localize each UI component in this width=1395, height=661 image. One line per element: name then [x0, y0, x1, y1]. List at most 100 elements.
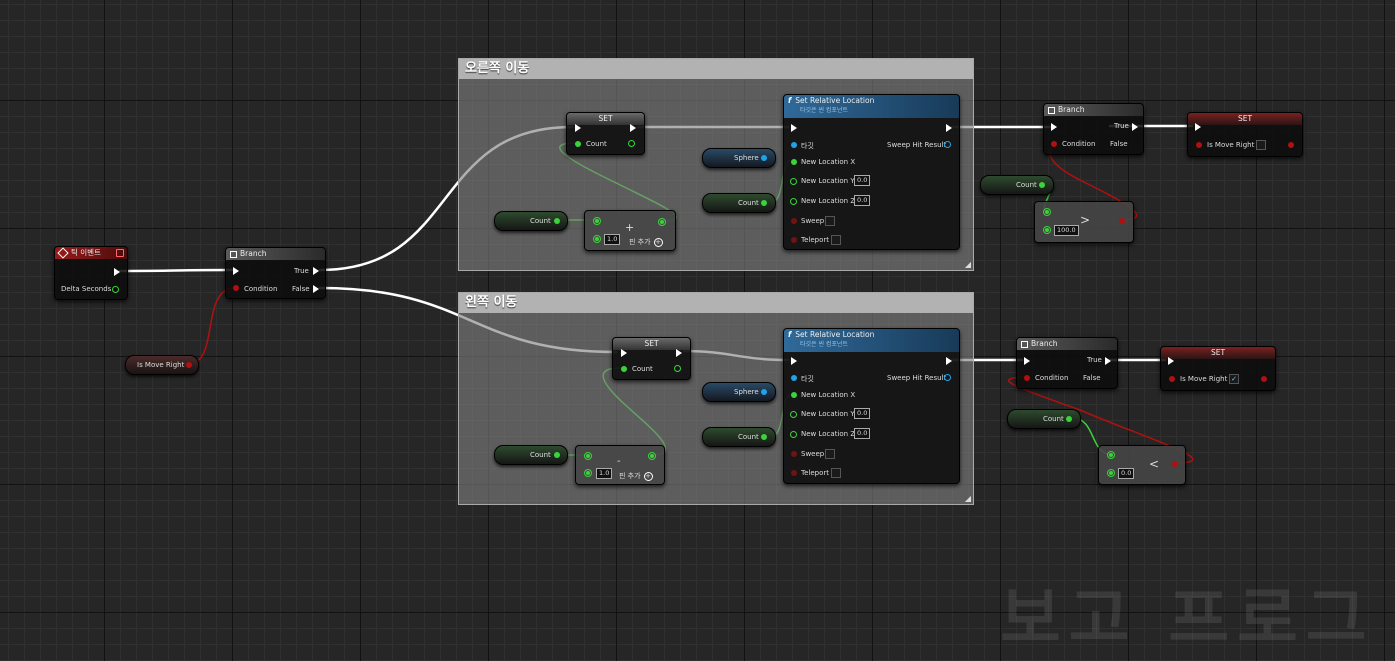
count-getter-right-top[interactable]: Count: [980, 175, 1054, 195]
sweep-checkbox[interactable]: [825, 449, 835, 459]
exec-in-pin[interactable]: [1168, 357, 1174, 365]
sphere-getter-bottom[interactable]: Sphere: [702, 382, 776, 402]
count-out-pin[interactable]: [628, 140, 635, 147]
sweep-pin[interactable]: [791, 218, 797, 224]
new-location-z-field[interactable]: 0.0: [854, 195, 871, 206]
add-in-pin-a[interactable]: [593, 217, 601, 225]
compare-in-pin-a[interactable]: [1043, 208, 1051, 216]
count-in-pin[interactable]: [621, 366, 627, 372]
float-out-pin[interactable]: [554, 218, 560, 224]
count-getter-bottom-2[interactable]: Count: [702, 427, 776, 447]
sweep-pin[interactable]: [791, 451, 797, 457]
compare-in-pin-b[interactable]: [1107, 469, 1115, 477]
add-node-top[interactable]: 1.0 + 핀 추가+: [584, 210, 676, 251]
resize-handle-icon[interactable]: ◢: [964, 494, 971, 503]
branch-node-bottom[interactable]: Branch True Condition False: [1016, 337, 1118, 389]
exec-out-pin[interactable]: [1261, 357, 1267, 365]
is-move-right-checkbox[interactable]: ✓: [1229, 374, 1239, 384]
float-out-pin[interactable]: [554, 452, 560, 458]
subtract-node-bottom[interactable]: 1.0 - 핀 추가+: [575, 445, 665, 485]
comment-title-right-move[interactable]: 오른쪽 이동: [459, 59, 973, 79]
new-location-z-pin[interactable]: [790, 198, 797, 205]
add-pin-icon[interactable]: +: [653, 237, 663, 247]
float-out-pin[interactable]: [1039, 182, 1045, 188]
object-out-pin[interactable]: [761, 155, 767, 161]
new-location-y-pin[interactable]: [790, 411, 797, 418]
subtract-out-pin[interactable]: [648, 452, 656, 460]
exec-out-pin[interactable]: [946, 124, 952, 132]
exec-out-pin[interactable]: [1288, 123, 1294, 131]
subtract-in-pin-b[interactable]: [584, 469, 592, 477]
count-in-pin[interactable]: [575, 141, 581, 147]
exec-out-pin[interactable]: [676, 349, 682, 357]
compare-value-field[interactable]: 100.0: [1054, 225, 1079, 236]
is-move-right-out-pin[interactable]: [1288, 142, 1294, 148]
bool-out-pin[interactable]: [1172, 461, 1178, 467]
add-out-pin[interactable]: [658, 218, 666, 226]
count-getter-right-bottom[interactable]: Count: [1007, 409, 1081, 429]
float-out-pin[interactable]: [761, 434, 767, 440]
bool-out-pin[interactable]: [1119, 218, 1125, 224]
teleport-checkbox[interactable]: [831, 235, 841, 245]
branch-node-main[interactable]: Branch True Condition False: [225, 247, 326, 299]
condition-pin[interactable]: [1024, 375, 1030, 381]
compare-in-pin-a[interactable]: [1107, 451, 1115, 459]
exec-out-pin[interactable]: [630, 124, 636, 132]
is-move-right-out-pin[interactable]: [1261, 376, 1267, 382]
new-location-x-pin[interactable]: [791, 392, 797, 398]
exec-in-pin[interactable]: [621, 349, 627, 357]
teleport-checkbox[interactable]: [831, 468, 841, 478]
comment-title-left-move[interactable]: 왼쪽 이동: [459, 293, 973, 313]
compare-value-field[interactable]: 0.0: [1118, 468, 1135, 479]
exec-in-pin[interactable]: [1024, 357, 1030, 365]
new-location-z-pin[interactable]: [790, 431, 797, 438]
sphere-getter-top[interactable]: Sphere: [702, 148, 776, 168]
count-out-pin[interactable]: [674, 365, 681, 372]
exec-in-pin[interactable]: [575, 124, 581, 132]
add-in-pin-b[interactable]: [593, 235, 601, 243]
resize-handle-icon[interactable]: ◢: [964, 260, 971, 269]
delta-seconds-pin[interactable]: [112, 286, 119, 293]
exec-false-pin[interactable]: [1132, 140, 1138, 148]
count-getter-top[interactable]: Count: [494, 211, 568, 231]
is-move-right-in-pin[interactable]: [1169, 376, 1175, 382]
count-getter-top-2[interactable]: Count: [702, 193, 776, 213]
sweep-hit-result-pin[interactable]: [944, 141, 951, 148]
sweep-hit-result-pin[interactable]: [944, 374, 951, 381]
exec-true-pin[interactable]: [1105, 357, 1111, 365]
event-tick-node[interactable]: 틱 이벤트 Delta Seconds: [54, 246, 128, 300]
float-out-pin[interactable]: [761, 200, 767, 206]
subtract-in-pin-a[interactable]: [584, 452, 592, 460]
bool-out-pin[interactable]: [186, 362, 192, 368]
greater-than-node[interactable]: 100.0 >: [1034, 201, 1134, 243]
compare-in-pin-b[interactable]: [1043, 226, 1051, 234]
is-move-right-in-pin[interactable]: [1196, 142, 1202, 148]
subtract-value-field[interactable]: 1.0: [596, 468, 613, 479]
exec-in-pin[interactable]: [1051, 123, 1057, 131]
exec-false-pin[interactable]: [1105, 374, 1111, 382]
exec-in-pin[interactable]: [791, 357, 797, 365]
exec-false-pin[interactable]: [313, 285, 319, 293]
branch-node-top[interactable]: Branch True Condition False: [1043, 103, 1144, 155]
set-is-move-right-node-top[interactable]: SET Is Move Right: [1187, 112, 1303, 157]
set-count-node-bottom[interactable]: SET Count: [612, 337, 691, 380]
exec-out-pin[interactable]: [114, 268, 120, 276]
count-getter-bottom[interactable]: Count: [494, 445, 568, 465]
sweep-checkbox[interactable]: [825, 216, 835, 226]
less-than-node[interactable]: 0.0 <: [1098, 445, 1186, 485]
exec-in-pin[interactable]: [1195, 123, 1201, 131]
exec-out-pin[interactable]: [946, 357, 952, 365]
new-location-x-pin[interactable]: [791, 159, 797, 165]
target-pin[interactable]: [791, 375, 797, 381]
add-pin-icon[interactable]: +: [643, 471, 653, 481]
is-move-right-checkbox[interactable]: [1256, 140, 1266, 150]
set-count-node-top[interactable]: SET Count: [566, 112, 645, 155]
new-location-z-field[interactable]: 0.0: [854, 428, 871, 439]
is-move-right-getter-left[interactable]: Is Move Right: [125, 355, 199, 375]
condition-pin[interactable]: [233, 285, 239, 291]
target-pin[interactable]: [791, 142, 797, 148]
teleport-pin[interactable]: [791, 470, 797, 476]
exec-in-pin[interactable]: [233, 267, 239, 275]
